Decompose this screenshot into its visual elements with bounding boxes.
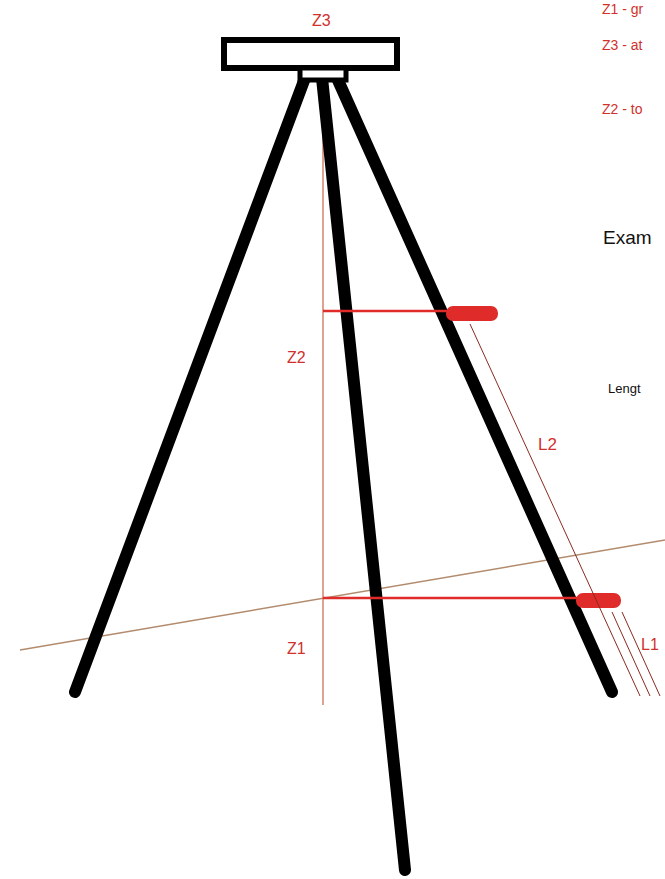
dimension-label: Z2 (287, 349, 306, 367)
note-text: Lengt (608, 382, 641, 396)
dimension-line (622, 612, 660, 696)
note-text: Z3 - at (602, 38, 642, 53)
note-text: Z2 - to (602, 102, 642, 117)
dimension-line (612, 612, 650, 696)
dimension-label: L1 (641, 636, 659, 654)
note-text: Z1 - gr (602, 2, 643, 17)
height-line (323, 597, 580, 600)
head-plate (300, 68, 346, 80)
height-line (323, 310, 448, 313)
leg-marker (446, 306, 498, 321)
tripod-leg (322, 78, 405, 870)
dimension-label: L2 (538, 436, 557, 455)
dimension-label: Z3 (312, 12, 331, 30)
heading-text: Exam (603, 228, 652, 249)
dimension-line (470, 324, 640, 696)
tripod-head (224, 40, 397, 68)
dimension-label: Z1 (287, 640, 306, 658)
tripod-leg (75, 78, 305, 692)
